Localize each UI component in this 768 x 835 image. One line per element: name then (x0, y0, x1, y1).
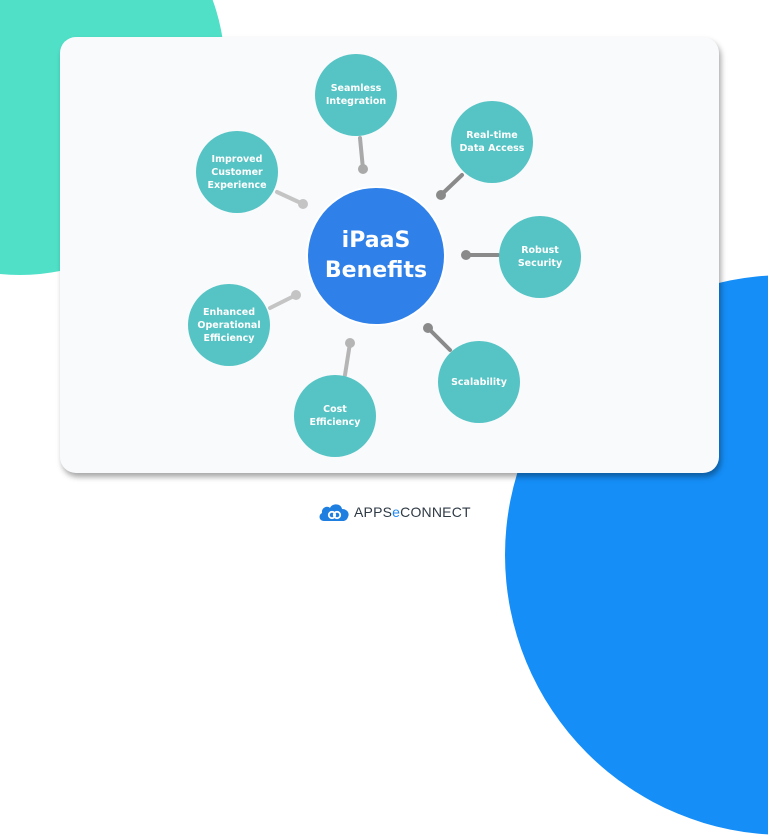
node-scalability: Scalability (438, 341, 520, 423)
connector-lines (268, 136, 500, 377)
cloud-sync-icon (319, 504, 349, 521)
logo-text: APPSeCONNECT (354, 504, 471, 520)
node-cost-efficiency: Cost Efficiency (294, 375, 376, 457)
node-seamless-integration: Seamless Integration (315, 54, 397, 136)
node-enhanced-operational-efficiency: Enhanced Operational Efficiency (188, 284, 270, 366)
appseconnect-logo: APPSeCONNECT (318, 502, 471, 522)
node-improved-customer-experience: Improved Customer Experience (196, 131, 278, 213)
node-robust-security: Robust Security (499, 216, 581, 298)
node-real-time-data-access: Real-time Data Access (451, 101, 533, 183)
center-node-ipaas-benefits: iPaaS Benefits (308, 188, 444, 324)
